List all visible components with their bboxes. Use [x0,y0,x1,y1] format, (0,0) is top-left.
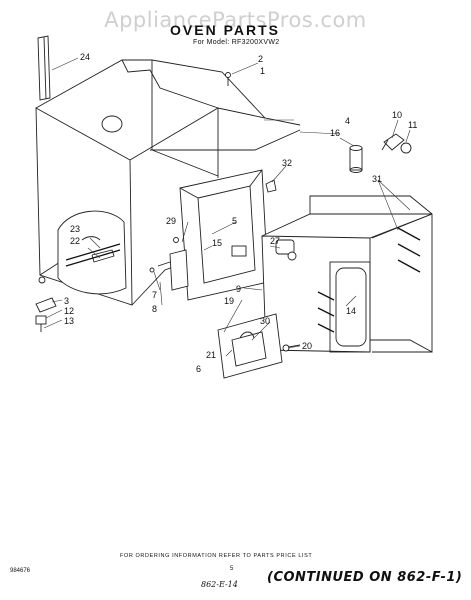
callout-5: 5 [232,216,237,226]
parts-7-8-29-brackets [149,237,189,291]
callout-3: 3 [64,296,69,306]
callout-numbers: 24 2 1 4 16 10 11 32 31 5 29 15 23 22 27… [64,52,417,374]
model-line: For Model: RF3200XVW2 [193,39,280,46]
callout-4: 4 [345,116,350,126]
callout-32: 32 [282,158,292,168]
ordering-note: FOR ORDERING INFORMATION REFER TO PARTS … [120,553,313,559]
callout-24: 24 [80,52,90,62]
parts-3-12-13-leveling-feet [35,276,57,332]
callout-19: 19 [224,296,234,306]
callout-10: 10 [392,110,402,120]
continued-note: (CONTINUED ON 862-F-1) [267,570,463,585]
parts-19-21-30-valve-bracket [217,313,301,379]
callout-15: 15 [212,238,222,248]
callout-20: 20 [302,341,312,351]
callout-16: 16 [330,128,340,138]
callout-6: 6 [196,364,201,374]
callout-11: 11 [408,120,417,130]
callout-23: 23 [70,224,80,234]
part-32-clip [265,179,277,193]
oven-liner [261,195,433,353]
callout-13: 13 [64,316,74,326]
callout-22: 22 [70,236,80,246]
callout-14: 14 [346,306,356,316]
inner-front-frame [179,169,269,301]
callout-2: 2 [258,54,263,64]
page-number: 5 [230,566,234,572]
callout-1: 1 [260,66,265,76]
callout-29: 29 [166,216,176,226]
callout-30: 30 [260,316,270,326]
part-24-vent-strip [37,35,51,101]
callout-7: 7 [152,290,157,300]
reference-code: 862-E-14 [201,580,238,589]
callout-27: 27 [270,236,280,246]
callout-leader-lines [43,57,411,357]
part-16-sleeve [349,145,363,173]
callout-31: 31 [372,174,382,184]
diagram-title: OVEN PARTS [170,22,280,38]
callout-9: 9 [236,284,241,294]
part-2-screw [225,72,231,86]
oven-housing [35,59,301,306]
document-number: 984676 [10,568,31,574]
watermark: AppliancePartsPros.com [104,8,367,32]
callout-12: 12 [64,306,74,316]
callout-8: 8 [152,304,157,314]
callout-21: 21 [206,350,216,360]
part-10-11-lamp [381,133,412,154]
